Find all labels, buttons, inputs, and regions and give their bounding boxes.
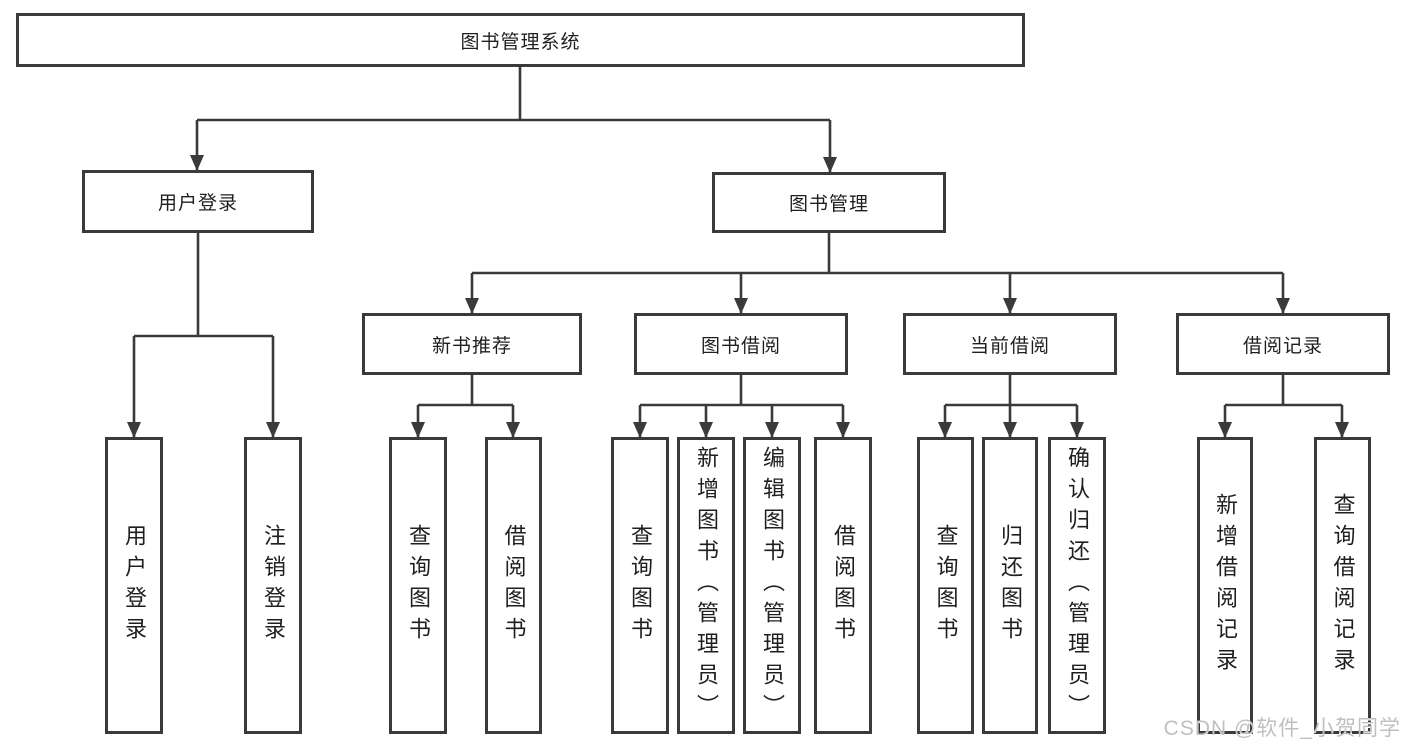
leaf-borrow-add-books-admin-label: 新增图书（管理员） [694, 446, 719, 725]
leaf-borrow-edit-books-admin-label: 编辑图书（管理员） [760, 446, 785, 725]
leaf-borrow-borrow-books-label: 借阅图书 [831, 523, 856, 648]
node-current-borrowing-label: 当前借阅 [969, 335, 1050, 357]
node-user-login-label: 用户登录 [157, 193, 238, 214]
node-book-borrowing-label: 图书借阅 [700, 335, 781, 357]
leaf-user-login: 用户登录 [105, 437, 163, 734]
leaf-borrow-query-books: 查询图书 [611, 437, 669, 734]
leaf-records-add-borrow-record: 新增借阅记录 [1197, 437, 1253, 734]
node-book-borrowing: 图书借阅 [634, 313, 848, 375]
csdn-watermark: CSDN @软件_小贺同学 [1163, 717, 1401, 740]
leaf-current-confirm-return-admin-label: 确认归还（管理员） [1065, 446, 1090, 725]
leaf-logout-label: 注销登录 [261, 523, 286, 648]
leaf-logout: 注销登录 [244, 437, 302, 734]
leaf-borrow-add-books-admin: 新增图书（管理员） [677, 437, 735, 734]
leaf-recommend-borrow-books: 借阅图书 [485, 437, 542, 734]
node-new-book-recommendation-label: 新书推荐 [431, 335, 512, 357]
leaf-records-add-borrow-record-label: 新增借阅记录 [1213, 492, 1238, 679]
leaf-current-return-books: 归还图书 [982, 437, 1038, 734]
leaf-recommend-query-books: 查询图书 [389, 437, 447, 734]
node-borrowing-records-label: 借阅记录 [1242, 335, 1323, 357]
leaf-borrow-query-books-label: 查询图书 [628, 523, 653, 648]
leaf-borrow-edit-books-admin: 编辑图书（管理员） [743, 437, 801, 734]
leaf-borrow-borrow-books: 借阅图书 [814, 437, 872, 734]
leaf-records-query-borrow-record-label: 查询借阅记录 [1330, 492, 1356, 679]
node-book-management: 图书管理 [712, 172, 946, 233]
node-library-management-system-label: 图书管理系统 [460, 31, 581, 53]
leaf-records-query-borrow-record: 查询借阅记录 [1314, 437, 1371, 734]
node-library-management-system: 图书管理系统 [16, 13, 1025, 67]
leaf-user-login-label: 用户登录 [122, 523, 147, 648]
node-book-management-label: 图书管理 [788, 194, 869, 215]
leaf-recommend-query-books-label: 查询图书 [406, 523, 431, 648]
node-borrowing-records: 借阅记录 [1176, 313, 1390, 375]
leaf-current-return-books-label: 归还图书 [998, 523, 1023, 648]
node-current-borrowing: 当前借阅 [903, 313, 1117, 375]
node-new-book-recommendation: 新书推荐 [362, 313, 582, 375]
leaf-current-confirm-return-admin: 确认归还（管理员） [1048, 437, 1106, 734]
node-user-login: 用户登录 [82, 170, 314, 233]
leaf-recommend-borrow-books-label: 借阅图书 [501, 523, 527, 648]
leaf-current-query-books-label: 查询图书 [933, 523, 959, 648]
leaf-current-query-books: 查询图书 [917, 437, 974, 734]
